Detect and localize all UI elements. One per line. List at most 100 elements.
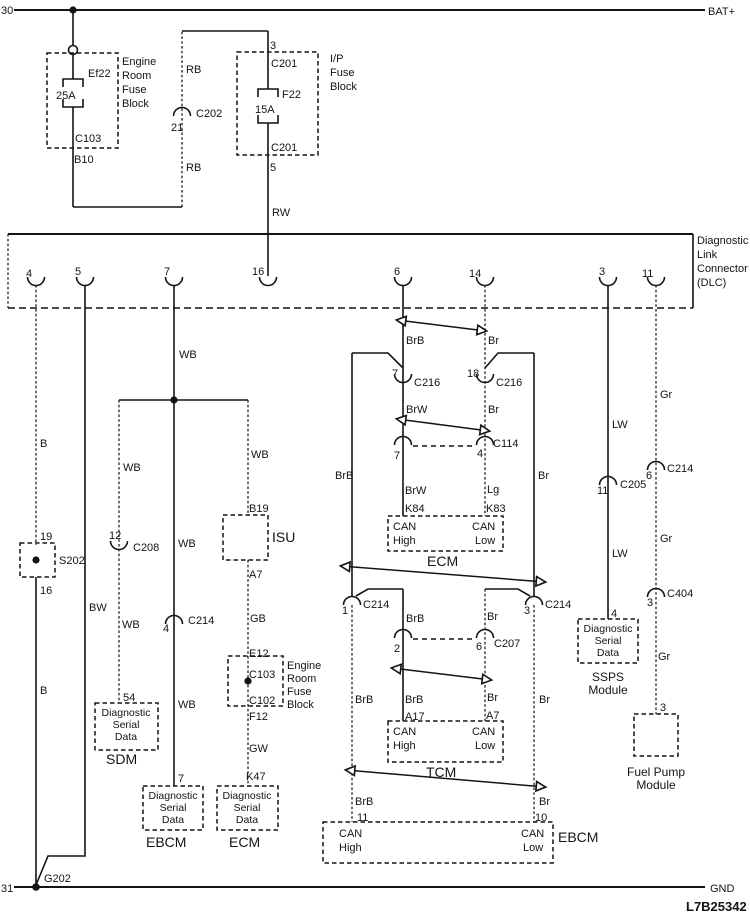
module-name-tcm: TCM xyxy=(426,764,456,780)
module-name-ssps-2: Module xyxy=(588,683,628,697)
wire-label-b-upper: B xyxy=(40,438,47,450)
splice-s202-icon xyxy=(32,556,40,564)
engine-fuse-block-name-3: Fuse xyxy=(122,84,146,96)
dlc-pin-11-number: 11 xyxy=(642,268,653,280)
ecm-pin-k83: K83 xyxy=(486,503,506,515)
isu-pin-out: A7 xyxy=(249,569,262,581)
wire-label-wb-1: WB xyxy=(179,349,197,361)
c214-can-right-pin: 3 xyxy=(524,605,530,617)
fuel-pump-pin: 3 xyxy=(660,702,666,714)
sdm-dsd-line-1: Diagnostic xyxy=(101,707,150,719)
ssps-column xyxy=(577,285,639,664)
rail-bat-label: BAT+ xyxy=(708,6,735,18)
ebcm-can-pin-11: 11 xyxy=(357,812,368,824)
wire-label-brw-2: BrW xyxy=(405,485,427,497)
wire-label-brb-outer-2: BrB xyxy=(355,694,373,706)
ring-terminal-icon xyxy=(67,44,79,56)
connector-c201-top-label: C201 xyxy=(271,58,297,70)
engine-fuse-mid-name-3: Fuse xyxy=(287,686,311,698)
engine-fuse-block-name-4: Block xyxy=(122,98,149,110)
dlc-pin-3-number: 3 xyxy=(599,266,605,278)
ebcm-can-high-1: CAN xyxy=(339,828,362,840)
c216-left-pin: 7 xyxy=(392,368,398,380)
ebcm-can-high-2: High xyxy=(339,842,362,854)
dlc-pin-16-number: 16 xyxy=(252,266,264,278)
wire-label-br-4: Br xyxy=(487,692,498,704)
connector-c202-icon xyxy=(172,106,192,117)
c214-fuel-pin-number: 6 xyxy=(646,470,652,482)
engine-fuse-block-name-2: Room xyxy=(122,70,151,82)
pin-f12-label: F12 xyxy=(249,711,268,723)
s202-pin-bottom: 16 xyxy=(40,585,52,597)
dlc-pin-7-icon xyxy=(164,276,184,287)
wire-label-lw-1: LW xyxy=(612,419,628,431)
bw-wire-column xyxy=(35,285,86,886)
ssps-dsd-line-1: Diagnostic xyxy=(583,623,632,635)
pin-b10-label: B10 xyxy=(74,154,94,166)
module-name-ebcm: EBCM xyxy=(146,834,186,850)
c216-right-pin: 18 xyxy=(467,368,479,380)
ssps-pin: 4 xyxy=(611,608,617,620)
engine-fuse-block-name-1: Engine xyxy=(122,56,156,68)
c207-left-pin: 2 xyxy=(394,643,400,655)
tcm-pin-a17: A17 xyxy=(405,711,425,723)
connector-c205-label: C205 xyxy=(620,479,646,491)
ecm-can-high-1: CAN xyxy=(393,521,416,533)
s202-pin-top: 19 xyxy=(40,531,52,543)
dlc-pin-4-number: 4 xyxy=(26,268,32,280)
dlc-title-3: Connector xyxy=(697,263,748,275)
connector-c216-left-icon xyxy=(393,373,413,384)
ecm-can-high-2: High xyxy=(393,535,416,547)
ecm-dsd-pin: K47 xyxy=(246,771,266,783)
connector-c216-right-label: C216 xyxy=(496,377,522,389)
tcm-can-high-1: CAN xyxy=(393,726,416,738)
rail-30-label: 30 xyxy=(1,5,13,17)
ip-fuse-block-name-3: Block xyxy=(330,81,357,93)
ecm-pin-k84: K84 xyxy=(405,503,425,515)
rail-gnd-label: GND xyxy=(710,883,735,895)
ground-g202-label: G202 xyxy=(44,873,71,885)
dlc-pin-6-icon xyxy=(393,276,413,287)
connector-c216-left-label: C216 xyxy=(414,377,440,389)
ebcm-dsd-line-1: Diagnostic xyxy=(148,790,197,802)
ebcm-dsd-line-2: Serial xyxy=(160,802,187,814)
connector-c404-label: C404 xyxy=(667,588,693,600)
module-name-fuel-pump-1: Fuel Pump xyxy=(627,765,685,779)
wire-label-br-2: Br xyxy=(488,404,499,416)
wire-label-brb-2: BrB xyxy=(406,613,424,625)
pin-e12-label: E12 xyxy=(249,648,269,660)
ecm-dsd-line-3: Data xyxy=(236,814,258,826)
dlc-pin-6-number: 6 xyxy=(394,266,400,278)
module-name-isu: ISU xyxy=(272,529,295,545)
fuel-pump-column xyxy=(633,285,679,757)
module-name-ecm-dsd: ECM xyxy=(229,834,260,850)
module-name-sdm: SDM xyxy=(106,751,137,767)
connector-c114-right-icon xyxy=(475,435,495,446)
dlc-pin-5-icon xyxy=(75,276,95,287)
b-wire-column xyxy=(19,285,56,887)
wire-label-br-outer-1: Br xyxy=(538,470,549,482)
wire-label-gb: GB xyxy=(250,613,266,625)
tcm-can-low-1: CAN xyxy=(472,726,495,738)
wire-label-lw-2: LW xyxy=(612,548,628,560)
connector-c214-fuel-label: C214 xyxy=(667,463,693,475)
c114-left-pin: 7 xyxy=(394,450,400,462)
wire-label-gr-2: Gr xyxy=(660,533,673,545)
connector-c214-wb-label: C214 xyxy=(188,615,214,627)
wire-label-rw: RW xyxy=(272,207,291,219)
c214-wb-pin-number: 4 xyxy=(163,623,169,635)
wire-label-brb-1: BrB xyxy=(406,335,424,347)
rail-31-label: 31 xyxy=(1,883,13,895)
dlc-pin-7-number: 7 xyxy=(164,266,170,278)
connector-c205-icon xyxy=(598,475,618,486)
wire-label-rb-bottom: RB xyxy=(186,162,201,174)
ecm-can-low-2: Low xyxy=(475,535,495,547)
connector-c201-bottom-label: C201 xyxy=(271,142,297,154)
wire-label-rb-top: RB xyxy=(186,64,201,76)
wire-label-br-1: Br xyxy=(488,335,499,347)
ip-fuse-block-name-1: I/P xyxy=(330,53,343,65)
diagram-part-number: L7B25342 xyxy=(686,899,747,914)
dlc-pin-14-number: 14 xyxy=(469,268,481,280)
